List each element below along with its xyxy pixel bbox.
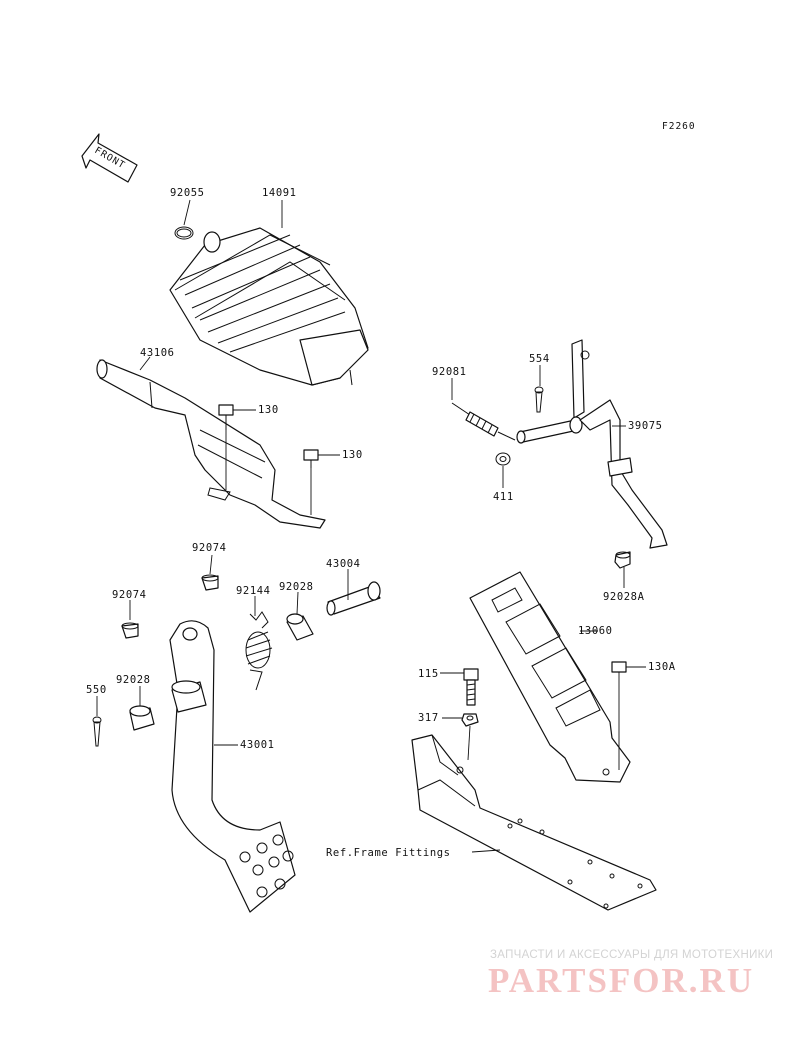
cotter-pin-554 [534,386,544,413]
label-43004: 43004 [326,558,361,570]
bushing-92028A [614,551,631,569]
bushing-92028-upper [286,613,314,641]
bushing-92074-lower [121,622,139,639]
frame-fittings [411,734,657,911]
pin-43004 [326,581,381,616]
label-ref-frame-fittings: Ref.Frame Fittings [326,847,451,859]
cotter-pin-550 [92,716,102,747]
label-130A: 130A [648,661,676,673]
label-43106: 43106 [140,347,175,359]
o-ring-92055 [174,226,194,240]
bushing-92028-lower [129,705,155,731]
lever-43106 [96,359,326,529]
label-317: 317 [418,712,439,724]
watermark-tagline: ЗАПЧАСТИ И АКСЕССУАРЫ ДЛЯ МОТОТЕХНИКИ [490,949,774,961]
label-92028-lower: 92028 [116,674,151,686]
spring-92144 [245,611,273,691]
label-92081: 92081 [432,366,467,378]
bolt-130A [611,661,627,673]
label-39075: 39075 [628,420,663,432]
label-92074-upper: 92074 [192,542,227,554]
pedal-13060 [469,571,631,783]
label-130-lower: 130 [342,449,363,461]
spring-92081 [451,402,516,441]
boot-cover-14091 [169,227,369,386]
watermark-logo: PARTSFOR.RU [488,961,755,1000]
bushing-92074-upper [201,574,219,591]
label-92028-upper: 92028 [279,581,314,593]
label-92144: 92144 [236,585,271,597]
label-130-upper: 130 [258,404,279,416]
figure-code: F2260 [662,121,696,132]
bolt-130-lower [303,449,319,468]
label-43001: 43001 [240,739,275,751]
label-92028A: 92028A [603,591,645,603]
nut-317 [461,713,479,727]
front-arrow-icon: FRONT [81,133,138,183]
label-13060: 13060 [578,625,613,637]
label-14091: 14091 [262,187,297,199]
bolt-130-upper [218,404,234,430]
label-115: 115 [418,668,439,680]
pedal-43001 [169,620,296,913]
label-92055: 92055 [170,187,205,199]
shaft-39075 [516,339,668,549]
label-550: 550 [86,684,107,696]
bolt-115 [463,668,479,706]
label-92074-lower: 92074 [112,589,147,601]
label-411: 411 [493,491,514,503]
washer-411 [495,452,511,466]
label-554: 554 [529,353,550,365]
pedal-pad-holes [239,834,294,898]
